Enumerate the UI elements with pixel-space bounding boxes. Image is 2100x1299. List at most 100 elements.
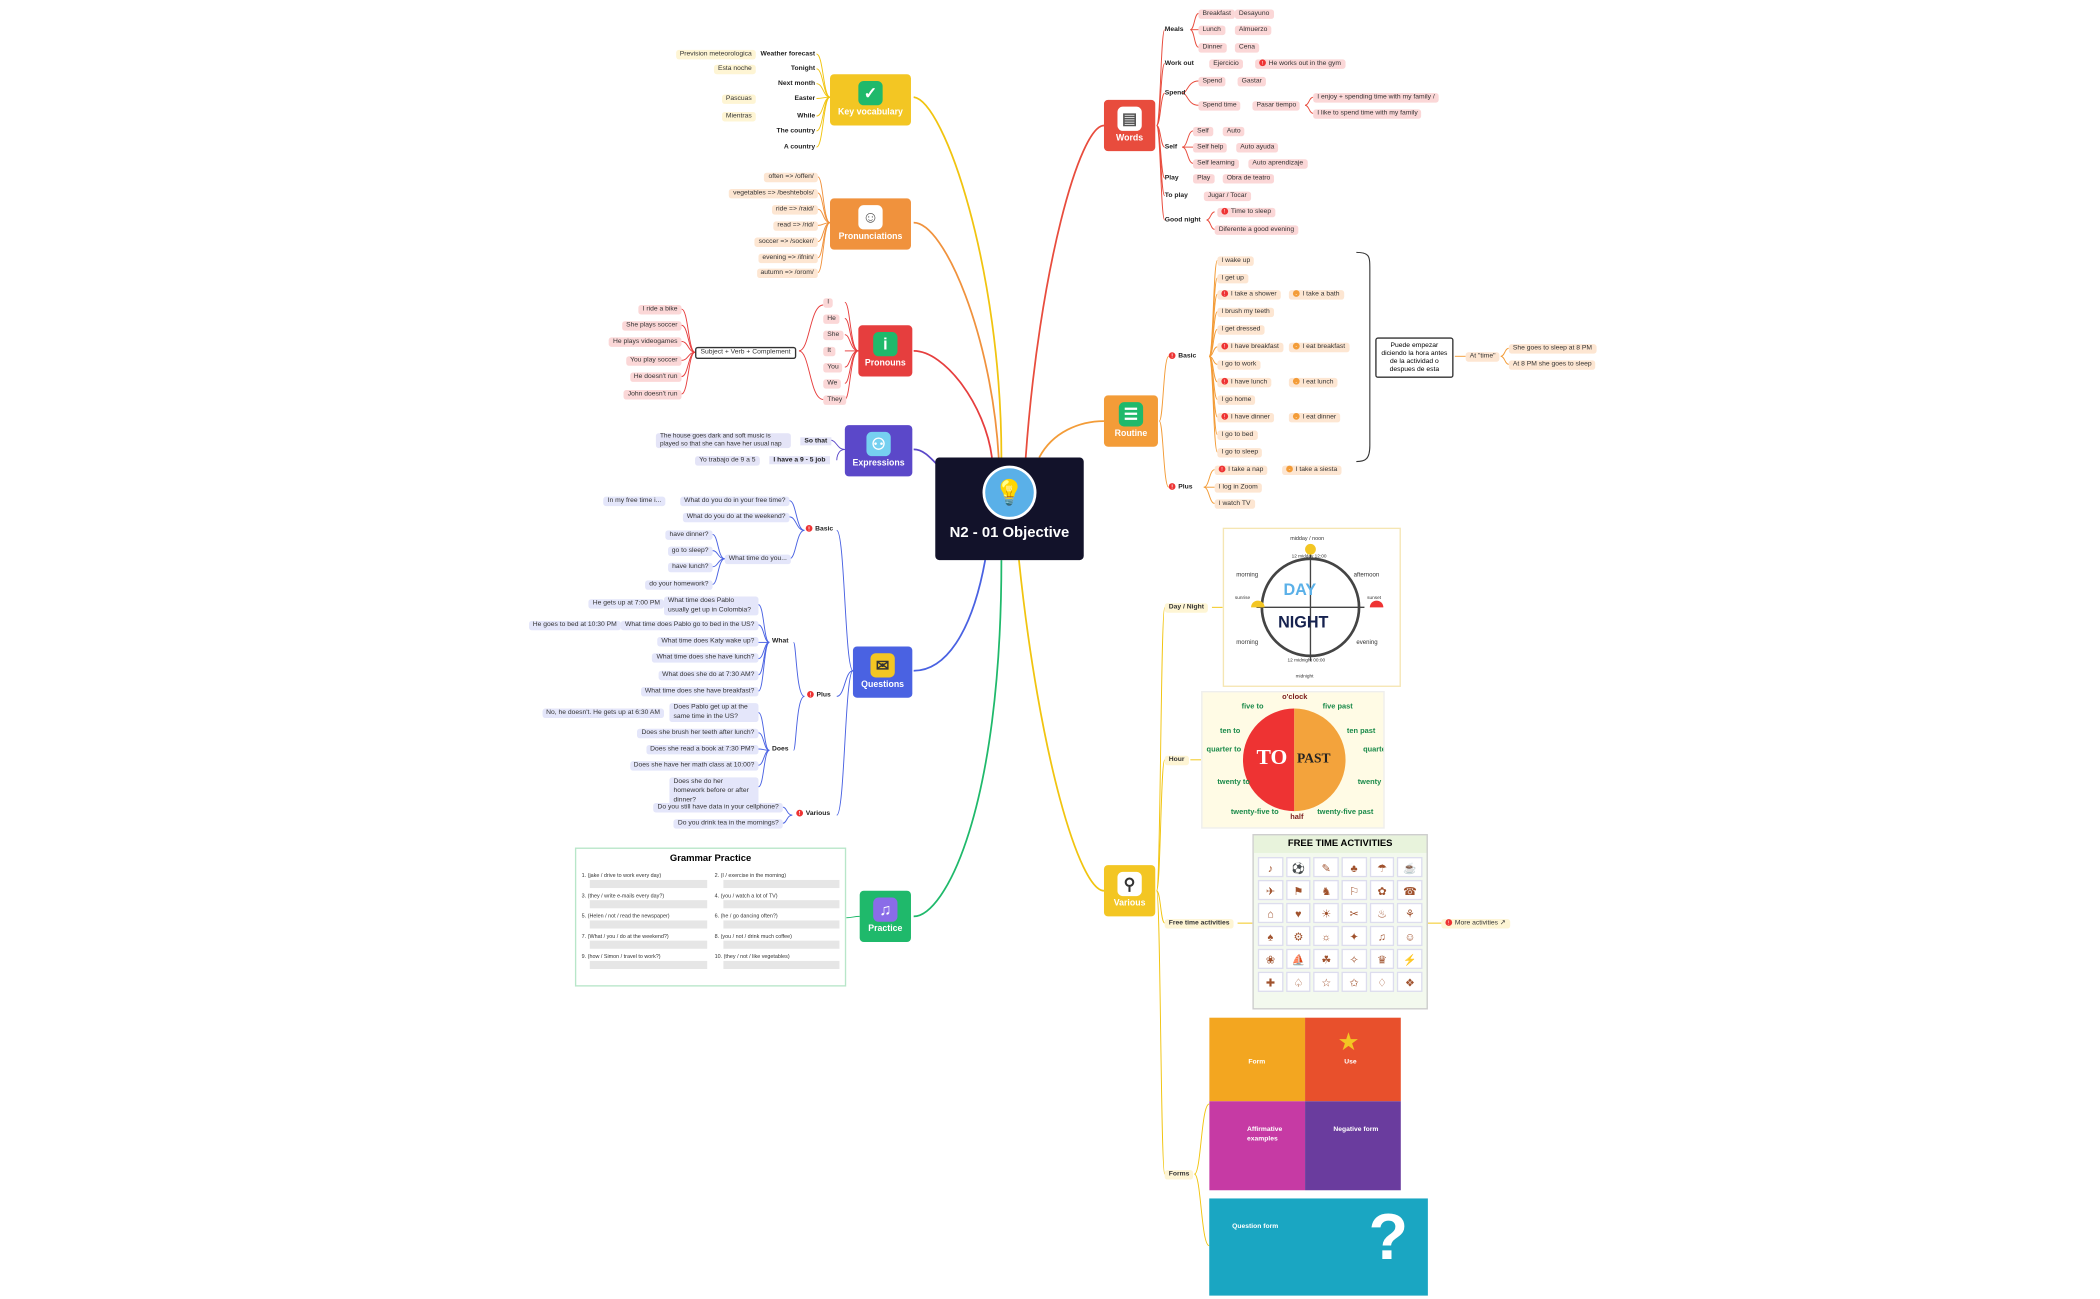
question-item[interactable]: What do you do at the weekend? bbox=[682, 512, 790, 523]
word-translation[interactable]: Obra de teatro bbox=[1222, 174, 1275, 184]
question-item[interactable]: What time does Pablo go to bed in the US… bbox=[620, 620, 759, 631]
pronoun-example[interactable]: He doesn't run bbox=[629, 372, 682, 382]
vocab-term[interactable]: Easter bbox=[794, 94, 816, 103]
question-item[interactable]: What time does she have breakfast? bbox=[640, 686, 759, 697]
word-item[interactable]: Breakfast bbox=[1198, 9, 1236, 19]
answer-field[interactable] bbox=[589, 940, 707, 949]
topic-various[interactable]: ⚲ Various bbox=[1103, 865, 1156, 917]
pronoun-item[interactable]: He bbox=[823, 314, 840, 324]
question-item[interactable]: have lunch? bbox=[668, 562, 713, 573]
words-meals[interactable]: Meals bbox=[1164, 25, 1184, 34]
pronoun-example[interactable]: He plays videogames bbox=[608, 337, 682, 347]
various-day-night[interactable]: Day / Night bbox=[1164, 603, 1209, 613]
answer-field[interactable] bbox=[722, 879, 840, 889]
topic-pronunciations[interactable]: ☺ Pronunciations bbox=[830, 198, 911, 250]
routine-item[interactable]: I go to work bbox=[1217, 360, 1261, 370]
vocab-term[interactable]: The country bbox=[776, 126, 816, 135]
word-item[interactable]: Self learning bbox=[1193, 159, 1239, 169]
word-translation[interactable]: Auto ayuda bbox=[1236, 143, 1279, 153]
pronoun-structure[interactable]: Subject + Verb + Complement bbox=[695, 346, 796, 359]
word-item[interactable]: Spend bbox=[1198, 76, 1227, 87]
answer-field[interactable] bbox=[722, 960, 840, 970]
routine-item[interactable]: I wake up bbox=[1217, 256, 1255, 266]
question-item[interactable]: What time does Katy wake up? bbox=[657, 637, 759, 647]
routine-item[interactable]: !I have lunch bbox=[1217, 377, 1272, 388]
topic-practice[interactable]: ♫ Practice bbox=[859, 890, 911, 943]
pronunciation-item[interactable]: soccer => /socker/ bbox=[754, 237, 818, 247]
words-workout[interactable]: Work out bbox=[1164, 59, 1194, 68]
expression-label[interactable]: So that bbox=[800, 437, 832, 446]
routine-item[interactable]: !I take a shower bbox=[1217, 290, 1281, 300]
day-night-diagram[interactable]: midday / noon 12 midday 12:00 morning af… bbox=[1222, 527, 1401, 687]
pronunciation-item[interactable]: evening => /ifnin/ bbox=[758, 253, 818, 264]
word-example[interactable]: Diferente a good evening bbox=[1214, 225, 1299, 235]
word-translation[interactable]: Auto bbox=[1222, 126, 1245, 137]
routine-item[interactable]: I get up bbox=[1217, 273, 1248, 284]
word-item[interactable]: Play bbox=[1193, 174, 1215, 184]
answer-item[interactable]: In my free time i... bbox=[603, 496, 666, 507]
central-topic[interactable]: 💡 N2 - 01 Objective bbox=[935, 457, 1084, 561]
routine-plus-item[interactable]: I log in Zoom bbox=[1214, 483, 1262, 493]
words-spend[interactable]: Spend bbox=[1164, 89, 1186, 98]
topic-routine[interactable]: ☰ Routine bbox=[1103, 395, 1158, 447]
routine-alt[interactable]: -I eat dinner bbox=[1288, 412, 1341, 423]
vocab-term[interactable]: Weather forecast bbox=[760, 49, 816, 59]
answer-field[interactable] bbox=[589, 960, 707, 970]
pronunciation-item[interactable]: read => /rid/ bbox=[773, 221, 818, 231]
words-toplay[interactable]: To play bbox=[1164, 191, 1188, 200]
topic-key-vocabulary[interactable]: ✓ Key vocabulary bbox=[830, 74, 911, 126]
pronunciation-item[interactable]: vegetables => /beshtebols/ bbox=[729, 188, 818, 199]
routine-note[interactable]: Puede empezar diciendo la hora antes de … bbox=[1375, 337, 1454, 378]
vocab-term[interactable]: Tonight bbox=[790, 64, 816, 73]
pronunciation-item[interactable]: often => /offen/ bbox=[764, 172, 818, 183]
routine-plus[interactable]: Plus bbox=[1178, 483, 1193, 492]
vocab-term[interactable]: A country bbox=[783, 143, 816, 152]
word-translation[interactable]: Gastar bbox=[1237, 76, 1266, 87]
topic-questions[interactable]: ✉ Questions bbox=[852, 646, 913, 698]
question-item[interactable]: What does she do at 7:30 AM? bbox=[658, 670, 759, 681]
questions-plus[interactable]: Plus bbox=[816, 690, 831, 700]
word-item[interactable]: Spend time bbox=[1198, 101, 1241, 111]
pronoun-item[interactable]: They bbox=[823, 395, 847, 405]
word-translation[interactable]: Jugar / Tocar bbox=[1203, 191, 1251, 202]
word-translation[interactable]: Cena bbox=[1234, 43, 1260, 53]
routine-item[interactable]: I go home bbox=[1217, 395, 1256, 405]
pronoun-example[interactable]: John doesn't run bbox=[623, 390, 682, 400]
answer-field[interactable] bbox=[589, 920, 707, 929]
question-item[interactable]: What do you do in your free time? bbox=[680, 496, 790, 507]
topic-pronouns[interactable]: i Pronouns bbox=[858, 325, 913, 377]
answer-item[interactable]: He goes to bed at 10:30 PM bbox=[528, 620, 621, 631]
free-time-activities-card[interactable]: FREE TIME ACTIVITIES ♪⚽✎♣☂☕✈⚑♞⚐✿☎⌂♥☀✂♨⚘♠… bbox=[1252, 834, 1428, 1010]
question-item[interactable]: Do you drink tea in the mornings? bbox=[673, 819, 783, 829]
word-item[interactable]: Lunch bbox=[1198, 25, 1225, 36]
vocab-term[interactable]: Next month bbox=[778, 79, 816, 88]
various-hour[interactable]: Hour bbox=[1164, 755, 1189, 766]
questions-does[interactable]: Does bbox=[771, 744, 789, 754]
questions-various[interactable]: Various bbox=[805, 809, 831, 818]
word-item[interactable]: Self bbox=[1193, 126, 1213, 137]
topic-words[interactable]: ▤ Words bbox=[1103, 99, 1156, 152]
routine-plus-item[interactable]: !I take a nap bbox=[1214, 465, 1268, 476]
forms-card[interactable]: Form ★Use Affirmative examples Negative … bbox=[1209, 1017, 1401, 1191]
pronunciation-item[interactable]: autumn => /orom/ bbox=[756, 268, 818, 279]
routine-alt[interactable]: -I eat breakfast bbox=[1288, 342, 1350, 353]
question-item[interactable]: Does she do her homework before or after… bbox=[669, 777, 759, 806]
routine-item[interactable]: I get dressed bbox=[1217, 325, 1265, 335]
question-item[interactable]: have dinner? bbox=[665, 530, 713, 540]
answer-field[interactable] bbox=[722, 920, 840, 929]
word-example[interactable]: I enjoy + spending time with my family / bbox=[1313, 93, 1439, 103]
vocab-translation[interactable]: Esta noche bbox=[713, 64, 756, 75]
answer-field[interactable] bbox=[589, 900, 707, 909]
routine-basic[interactable]: Basic bbox=[1178, 352, 1197, 361]
word-translation[interactable]: Auto aprendizaje bbox=[1248, 159, 1308, 169]
routine-item[interactable]: I brush my teeth bbox=[1217, 307, 1274, 318]
question-item[interactable]: Do you still have data in your cellphone… bbox=[653, 803, 783, 813]
word-item[interactable]: Ejercicio bbox=[1209, 59, 1243, 69]
word-item[interactable]: Self help bbox=[1193, 143, 1228, 153]
expression-label[interactable]: I have a 9 - 5 job bbox=[769, 456, 830, 465]
vocab-translation[interactable]: Prevision meteorologica bbox=[675, 49, 756, 60]
expression-example[interactable]: Yo trabajo de 9 a 5 bbox=[695, 456, 760, 466]
words-self[interactable]: Self bbox=[1164, 143, 1178, 152]
